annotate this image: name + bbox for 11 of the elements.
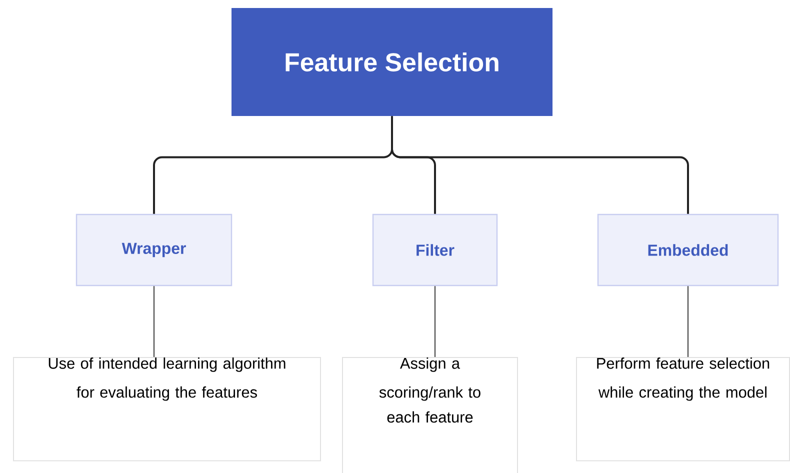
description-box: Assign a scoring/rank to each feature bbox=[342, 357, 518, 473]
description-box: Perform feature selection while creating the model bbox=[576, 357, 790, 462]
connector-line bbox=[434, 286, 436, 357]
connector-line bbox=[687, 286, 689, 357]
category-box: Filter bbox=[372, 214, 498, 286]
category-box: Wrapper bbox=[76, 214, 232, 286]
title-box: Feature Selection bbox=[232, 8, 552, 116]
connector-line bbox=[153, 286, 155, 357]
category-box: Embedded bbox=[597, 214, 779, 286]
connector-line bbox=[391, 116, 689, 214]
description-box: Use of intended learning algorithm for evaluating the features bbox=[13, 357, 321, 462]
